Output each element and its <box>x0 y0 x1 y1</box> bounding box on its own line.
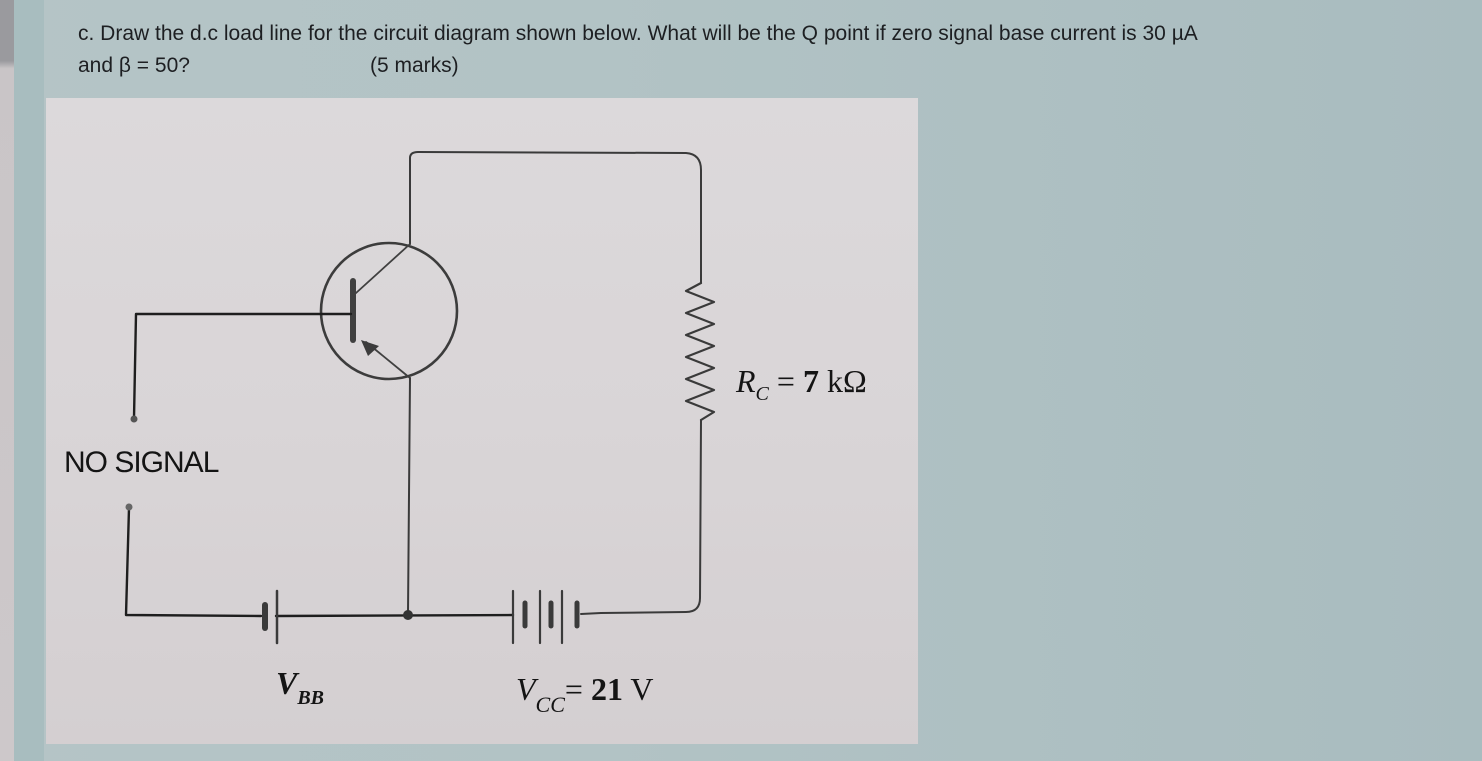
left-edge-border <box>14 0 44 761</box>
rc-value-label: RC = 7 kΩ <box>736 363 867 406</box>
emitter-wire <box>407 377 411 614</box>
vcc-equals: = <box>564 671 591 707</box>
input-terminal-bottom <box>125 503 133 511</box>
question-line-1: c. Draw the d.c load line for the circui… <box>78 22 1198 45</box>
circuit-schematic <box>124 151 716 645</box>
rc-equals: = <box>768 363 803 399</box>
vcc-symbol: V <box>516 671 536 707</box>
base-input-wire <box>132 312 353 420</box>
rc-value: 7 <box>802 363 819 399</box>
vcc-battery-symbol <box>511 589 602 645</box>
rc-unit: kΩ <box>818 363 867 399</box>
collector-right-wire <box>600 419 702 614</box>
vbb-subscript: BB <box>297 687 325 709</box>
vcc-unit: V <box>622 671 654 707</box>
rc-subscript: C <box>755 383 769 405</box>
no-signal-label: NO SIGNAL <box>64 446 219 479</box>
circuit-diagram: NO SIGNAL RC = 7 kΩ VBB VCC= 21 V <box>46 98 918 744</box>
left-edge-strip <box>0 0 14 761</box>
vcc-value: 21 <box>590 671 623 707</box>
collector-top-wire <box>409 151 702 284</box>
input-terminal-top <box>130 415 138 423</box>
bottom-wire <box>274 613 515 618</box>
transistor-circle <box>319 241 459 381</box>
emitter-arrow <box>361 340 379 356</box>
marks-label: (5 marks) <box>370 54 459 77</box>
rc-symbol: R <box>736 363 756 399</box>
vbb-label: VBB <box>276 665 324 710</box>
lower-input-wire <box>124 506 263 618</box>
beta-condition: and β = 50? <box>78 54 190 77</box>
question-line-2: and β = 50? (5 marks) <box>78 50 1458 82</box>
junction-dot <box>403 610 413 620</box>
vcc-subscript: CC <box>535 692 565 717</box>
vbb-symbol: V <box>276 665 298 701</box>
question-text: c. Draw the d.c load line for the circui… <box>78 18 1458 82</box>
vcc-value-label: VCC= 21 V <box>516 671 653 718</box>
vbb-battery-symbol <box>262 589 279 645</box>
resistor-rc-zigzag <box>684 281 716 422</box>
